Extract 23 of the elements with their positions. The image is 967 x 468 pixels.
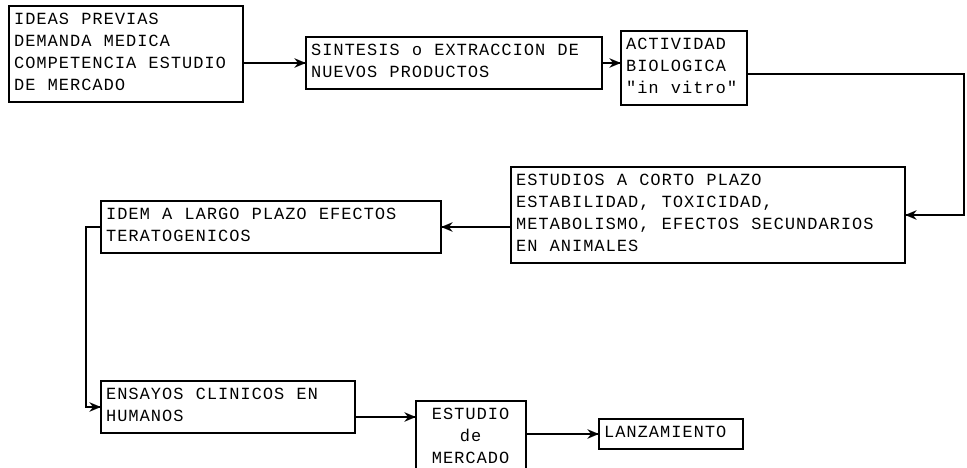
box-text: ESTUDIO de MERCADO bbox=[430, 405, 512, 468]
arrow bbox=[748, 73, 965, 220]
process-box bbox=[620, 30, 748, 106]
process-box bbox=[305, 36, 603, 90]
box-text: ESTUDIOS A CORTO PLAZO ESTABILIDAD, TOXICIDAD, METABOLISMO, EFECTOS SECUNDARIOS EN ANIMALES bbox=[516, 171, 876, 259]
process-box bbox=[598, 418, 744, 450]
arrow bbox=[603, 58, 621, 68]
box-text: SINTESIS o EXTRACCION DE NUEVOS PRODUCTOS bbox=[311, 41, 581, 85]
process-box bbox=[8, 5, 244, 103]
process-box bbox=[100, 380, 356, 434]
process-box bbox=[510, 166, 906, 264]
process-box bbox=[100, 200, 442, 254]
arrow bbox=[441, 222, 510, 232]
arrow bbox=[527, 429, 599, 439]
box-text: IDEAS PREVIAS DEMANDA MEDICA COMPETENCIA ESTUDIO DE MERCADO bbox=[14, 10, 228, 98]
box-text: ENSAYOS CLINICOS EN HUMANOS bbox=[106, 385, 320, 429]
box-text: IDEM A LARGO PLAZO EFECTOS TERATOGENICOS bbox=[106, 205, 398, 249]
arrow bbox=[356, 412, 416, 422]
box-text: LANZAMIENTO bbox=[604, 423, 728, 445]
arrow bbox=[244, 58, 306, 68]
arrow bbox=[85, 226, 101, 412]
box-text: ACTIVIDAD BIOLOGICA "in vitro" bbox=[626, 35, 740, 101]
process-box bbox=[415, 400, 527, 468]
